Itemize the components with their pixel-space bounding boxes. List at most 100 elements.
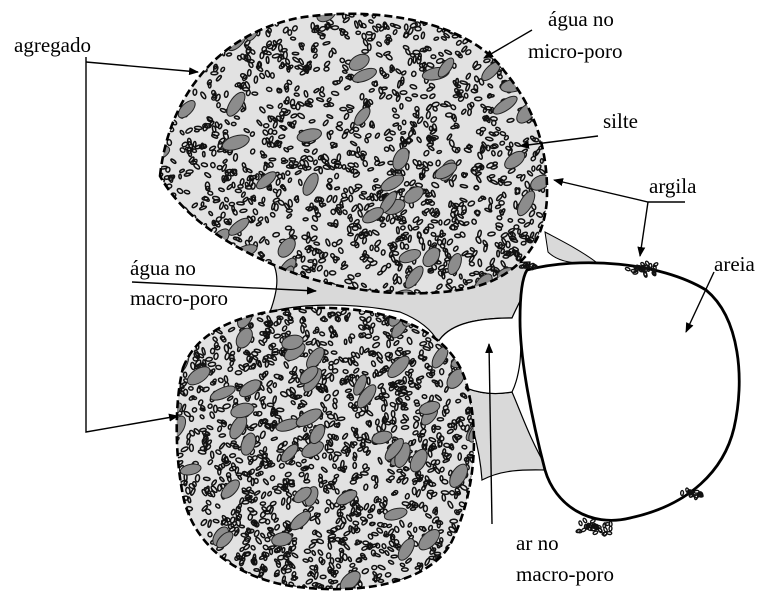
clay-particle xyxy=(150,181,158,187)
clay-particle xyxy=(230,310,236,315)
clay-particle xyxy=(205,589,212,592)
clay-particle xyxy=(189,64,193,71)
label-argila: argila xyxy=(649,174,697,198)
clay-particle xyxy=(481,568,489,572)
clay-particle xyxy=(183,79,191,86)
clay-particle xyxy=(177,568,185,575)
clay-particle xyxy=(205,44,209,51)
clay-particle xyxy=(318,7,324,13)
clay-particle xyxy=(506,16,513,20)
clay-particle xyxy=(193,556,197,562)
clay-particle xyxy=(194,321,199,329)
label-agua-micro-line1: água no xyxy=(548,7,614,31)
clay-particle xyxy=(448,18,453,23)
clay-particle xyxy=(441,3,445,9)
clay-particle xyxy=(168,99,173,105)
clay-particle xyxy=(430,572,438,576)
clay-particle xyxy=(259,14,266,18)
clay-particle xyxy=(367,4,373,8)
clay-particle xyxy=(262,4,269,11)
clay-particle xyxy=(180,551,184,559)
clay-particle xyxy=(452,555,457,562)
clay-particle xyxy=(228,301,234,304)
clay-particle xyxy=(511,27,518,33)
clay-particle xyxy=(176,325,182,329)
clay-particle xyxy=(259,273,265,278)
clay-particle xyxy=(410,14,416,19)
clay-particle xyxy=(545,143,551,149)
clay-particle xyxy=(257,267,263,270)
clay-particle xyxy=(200,27,204,34)
clay-particle xyxy=(179,532,186,540)
clay-particle xyxy=(211,568,216,573)
clay-particle xyxy=(149,221,155,225)
clay-particle xyxy=(478,497,486,502)
clay-particle xyxy=(258,299,264,305)
silt-particle xyxy=(204,10,229,32)
clay-particle xyxy=(221,35,226,42)
clay-particle xyxy=(491,12,496,20)
clay-particle xyxy=(504,61,511,67)
label-agua-macro-line2: macro-poro xyxy=(130,286,228,310)
clay-particle xyxy=(203,578,211,586)
clay-particle xyxy=(208,565,216,573)
clay-particle xyxy=(535,249,541,257)
leader-argila-2 xyxy=(640,202,648,256)
clay-particle xyxy=(535,80,539,87)
clay-particle xyxy=(168,451,175,458)
clay-particle xyxy=(241,305,247,311)
clay-particle xyxy=(214,262,221,269)
clay-particle xyxy=(505,7,510,12)
clay-particle xyxy=(226,317,230,323)
clay-particle xyxy=(265,300,271,307)
clay-particle xyxy=(187,539,194,545)
clay-particle xyxy=(192,244,197,250)
clay-particle xyxy=(193,554,200,559)
clay-particle xyxy=(205,313,211,319)
clay-particle xyxy=(352,2,359,8)
clay-particle xyxy=(481,539,488,546)
clay-particle xyxy=(230,19,236,23)
clay-particle xyxy=(211,260,217,267)
clay-particle xyxy=(252,299,256,305)
clay-particle xyxy=(536,110,543,114)
clay-particle xyxy=(438,584,444,589)
clay-particle xyxy=(509,68,516,73)
clay-particle xyxy=(230,249,236,255)
clay-particle xyxy=(547,256,555,261)
clay-particle xyxy=(344,2,349,8)
clay-particle xyxy=(169,225,175,230)
clay-particle xyxy=(172,336,180,343)
clay-particle xyxy=(231,588,235,592)
clay-particle xyxy=(217,585,223,589)
clay-particle xyxy=(459,12,464,17)
clay-particle xyxy=(392,588,399,592)
clay-particle xyxy=(175,543,179,549)
clay-particle xyxy=(447,586,454,590)
clay-particle xyxy=(548,128,554,133)
clay-particle xyxy=(536,97,541,105)
clay-particle xyxy=(454,558,458,564)
clay-particle xyxy=(151,163,156,167)
clay-particle xyxy=(176,570,181,573)
clay-particle xyxy=(527,96,534,102)
clay-particle xyxy=(521,4,526,7)
clay-particle xyxy=(461,574,467,579)
clay-particle xyxy=(152,203,157,208)
clay-particle xyxy=(184,37,190,44)
clay-particle xyxy=(171,346,177,354)
clay-particle xyxy=(180,524,186,531)
clay-particle xyxy=(221,34,228,40)
clay-particle xyxy=(174,24,180,29)
clay-particle xyxy=(203,23,209,27)
clay-particle xyxy=(161,225,166,233)
clay-particle xyxy=(257,276,263,279)
clay-particle xyxy=(452,566,455,572)
clay-particle xyxy=(163,26,169,30)
clay-particle xyxy=(149,87,152,93)
clay-particle xyxy=(175,63,182,69)
clay-particle xyxy=(213,279,221,285)
clay-particle xyxy=(157,20,164,27)
clay-particle xyxy=(196,549,203,555)
